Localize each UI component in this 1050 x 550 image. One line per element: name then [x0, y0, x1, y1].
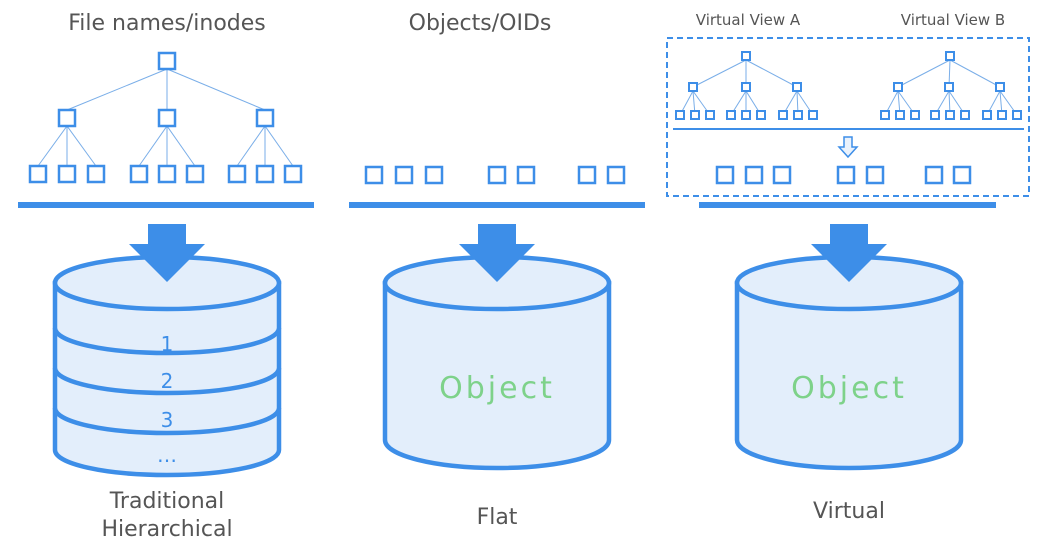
tree-leaf-node — [997, 110, 1007, 120]
object-node — [424, 165, 444, 185]
tree-branch-node — [741, 82, 751, 92]
object-node — [836, 165, 856, 185]
tree-branch-node — [792, 82, 802, 92]
hierarchical-column: File names/inodes — [18, 11, 314, 542]
object-node — [744, 165, 764, 185]
database-cylinder-icon — [382, 254, 612, 471]
object-node — [606, 165, 626, 185]
tree-leaf-node — [960, 110, 970, 120]
virtual-object-row — [715, 165, 972, 185]
tree-leaf-node — [726, 110, 736, 120]
down-arrow-icon — [811, 224, 887, 282]
layer-label: 3 — [161, 408, 174, 432]
hierarchical-base-bar — [18, 202, 314, 208]
tree-leaf-node — [930, 110, 940, 120]
object-node — [715, 165, 735, 185]
object-node — [772, 165, 792, 185]
hierarchical-caption: Traditional — [109, 489, 225, 514]
tree-leaf-node — [157, 164, 177, 184]
tree-leaf-node — [1012, 110, 1022, 120]
tree-branch-node — [157, 108, 177, 128]
tree-leaf-node — [705, 110, 715, 120]
layer-label: 1 — [161, 332, 174, 356]
tree-branch-node — [944, 82, 954, 92]
hierarchical-caption-2: Hierarchical — [101, 517, 232, 542]
tree-root-node — [945, 51, 955, 61]
tree-leaf-node — [895, 110, 905, 120]
tree-branch-node — [995, 82, 1005, 92]
object-id-row — [364, 165, 626, 185]
virtual-views-frame — [666, 37, 1030, 197]
hollow-down-arrow-icon — [837, 136, 859, 159]
tree-branch-node — [893, 82, 903, 92]
layer-label: … — [157, 443, 177, 467]
tree-leaf-node — [283, 164, 303, 184]
database-cylinder-icon — [734, 254, 964, 471]
virtual-view-a-label: Virtual View A — [696, 11, 801, 29]
object-node — [516, 165, 536, 185]
tree-branch-node — [255, 108, 275, 128]
tree-leaf-node — [756, 110, 766, 120]
tree-leaf-node — [982, 110, 992, 120]
tree-leaf-node — [880, 110, 890, 120]
tree-leaf-node — [741, 110, 751, 120]
object-node — [364, 165, 384, 185]
tree-leaf-node — [255, 164, 275, 184]
tree-leaf-node — [129, 164, 149, 184]
virtual-caption: Virtual — [813, 499, 885, 524]
virtual-base-bar — [699, 202, 996, 208]
flat-caption: Flat — [477, 505, 518, 530]
tree-branch-node — [688, 82, 698, 92]
tree-leaf-node — [57, 164, 77, 184]
tree-leaf-node — [808, 110, 818, 120]
tree-leaf-node — [778, 110, 788, 120]
object-label: Object — [791, 371, 907, 406]
hierarchical-title: File names/inodes — [68, 11, 266, 36]
object-node — [924, 165, 944, 185]
virtual-view-b-tree — [880, 51, 1022, 120]
tree-leaf-node — [28, 164, 48, 184]
tree-root-node — [741, 51, 751, 61]
object-label: Object — [439, 371, 555, 406]
tree-leaf-node — [793, 110, 803, 120]
object-node — [487, 165, 507, 185]
tree-branch-node — [57, 108, 77, 128]
tree-leaf-node — [675, 110, 685, 120]
tree-leaf-node — [690, 110, 700, 120]
flat-column: Objects/OIDs Object Flat — [349, 11, 645, 530]
tree-leaf-node — [185, 164, 205, 184]
object-node — [952, 165, 972, 185]
down-arrow-icon — [129, 224, 205, 282]
object-node — [394, 165, 414, 185]
hierarchical-tree — [28, 51, 303, 184]
virtual-column: Virtual View A Virtual View B — [666, 11, 1030, 524]
tree-root-node — [157, 51, 177, 71]
flat-base-bar — [349, 202, 645, 208]
tree-leaf-node — [227, 164, 247, 184]
tree-leaf-node — [86, 164, 106, 184]
virtual-view-a-tree — [675, 51, 818, 120]
object-node — [865, 165, 885, 185]
tree-leaf-node — [910, 110, 920, 120]
down-arrow-icon — [459, 224, 535, 282]
layer-label: 2 — [161, 369, 174, 393]
virtual-view-b-label: Virtual View B — [901, 11, 1005, 29]
tree-leaf-node — [945, 110, 955, 120]
flat-title: Objects/OIDs — [409, 11, 552, 36]
database-cylinder-icon — [52, 254, 282, 478]
object-node — [577, 165, 597, 185]
